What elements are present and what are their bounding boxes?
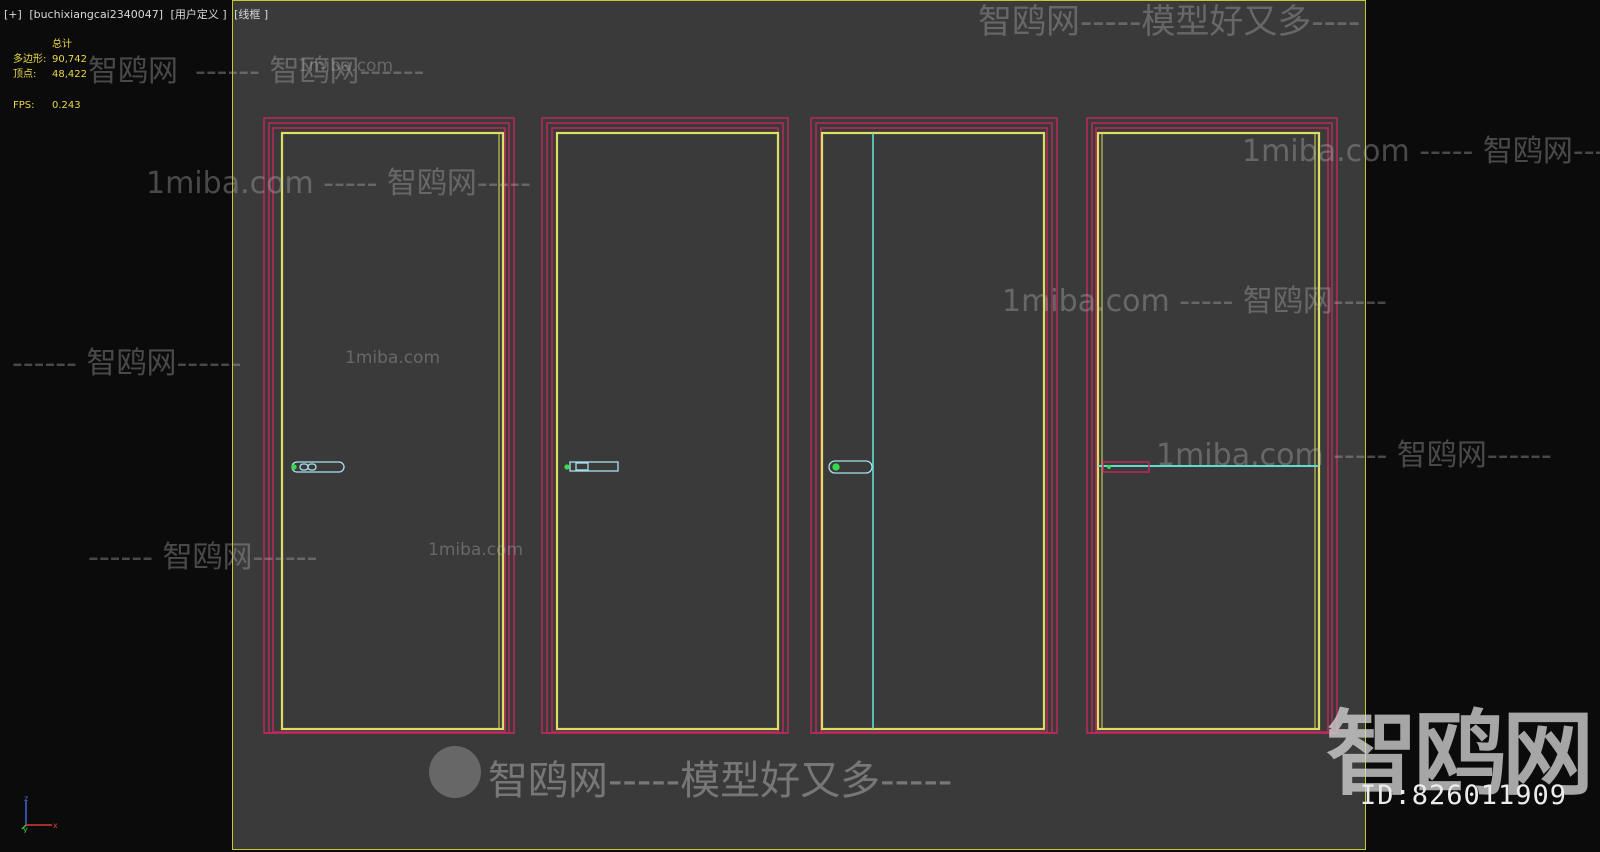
watermark-big-brand: 智鸥网	[1326, 701, 1594, 808]
door-4-handle[interactable]	[1102, 461, 1150, 473]
statistics-overlay: 总计 多边形: 90,742 顶点: 48,422 FPS: 0.243	[13, 37, 87, 113]
polygons-label: 多边形:	[13, 54, 47, 65]
viewport-camera-menu[interactable]: [buchixiangcai2340047]	[29, 8, 164, 21]
watermark-line-3: ------ 智鸥网------	[12, 346, 242, 381]
watermark-domain-2: 1miba.com	[345, 348, 441, 368]
axis-x-label: x	[53, 821, 58, 830]
watermark-brand-1: 智鸥网	[88, 54, 178, 89]
viewport-safe-frame	[232, 0, 1366, 850]
door-3[interactable]	[810, 117, 1058, 734]
door-3-handle[interactable]	[828, 460, 873, 474]
door-2-leaf	[555, 131, 780, 731]
viewport-plus-menu[interactable]: [+]	[4, 8, 22, 21]
door-2-frame	[541, 117, 789, 734]
door-1-handle[interactable]	[291, 461, 345, 473]
axis-gizmo-icon: z x y	[21, 795, 58, 833]
watermark-domain-3: 1miba.com	[428, 540, 524, 560]
fps-value: 0.243	[52, 100, 81, 111]
door-3-frame	[810, 117, 1058, 734]
stats-header: 总计	[52, 39, 72, 50]
bird-logo-icon	[429, 746, 481, 798]
watermark-line-1: 1miba.com ----- 智鸥网-----	[146, 166, 532, 201]
door-2-handle[interactable]	[564, 461, 619, 472]
door-4-leaf	[1096, 131, 1321, 731]
polygons-value: 90,742	[52, 54, 87, 65]
viewport-shading-menu[interactable]: [线框 ]	[234, 8, 269, 21]
vertices-label: 顶点:	[13, 69, 37, 80]
door-4[interactable]	[1086, 117, 1338, 734]
watermark-top: 智鸥网-----模型好又多----	[978, 2, 1361, 42]
door-3-leaf	[820, 131, 1046, 731]
watermark-dashes-1: ------ 智鸥网------	[195, 54, 425, 89]
vertices-value: 48,422	[52, 69, 87, 80]
watermark-line-4: 1miba.com ----- 智鸥网-----	[1242, 134, 1600, 169]
viewport-view-menu[interactable]: [用户定义 ]	[170, 8, 227, 21]
watermark-domain-1: 1miba.com	[298, 56, 394, 76]
door-4-frame	[1086, 117, 1338, 734]
viewport-label[interactable]: [+] [buchixiangcai2340047] [用户定义 ] [线框 ]	[4, 6, 272, 22]
watermark-slogan: 智鸥网-----模型好又多-----	[488, 758, 953, 804]
watermark-line-2: ------ 智鸥网------	[88, 540, 318, 575]
watermark-id: ID:826011909	[1360, 780, 1568, 811]
axis-y-label: y	[23, 825, 28, 833]
door-1-frame	[263, 117, 515, 734]
fps-label: FPS:	[13, 100, 35, 111]
axis-z-label: z	[24, 795, 28, 803]
watermark-line-5: 1miba.com ----- 智鸥网-----	[1002, 284, 1388, 319]
door-1[interactable]	[263, 117, 515, 734]
door-1-leaf	[280, 131, 505, 731]
door-2[interactable]	[541, 117, 789, 734]
watermark-line-6: 1miba.com ----- 智鸥网------	[1156, 438, 1552, 473]
